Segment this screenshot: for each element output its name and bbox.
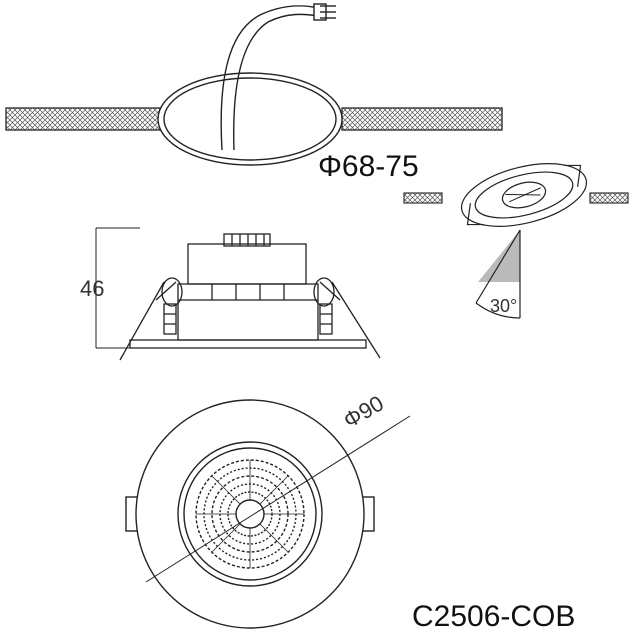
tilt-ceiling-right	[589, 192, 629, 204]
model-number-label: C2506-COB	[412, 600, 576, 633]
tilt-angle-wedge	[478, 230, 520, 282]
bezel-flange	[129, 339, 367, 349]
power-cable	[220, 5, 319, 151]
cutout-diameter-label: Φ68-75	[318, 150, 419, 183]
cutout-ring	[157, 72, 343, 166]
tilt-detail-view	[403, 163, 629, 319]
inner-bezel	[177, 441, 323, 587]
tilt-angle-label: 30°	[490, 296, 518, 316]
tilt-ceiling-left	[403, 192, 443, 204]
cutout-ring-inner	[163, 77, 337, 161]
driver-cap	[223, 233, 271, 247]
ceiling-board-right	[341, 107, 503, 131]
power-cable-2	[233, 13, 319, 151]
heatsink	[177, 283, 319, 341]
driver-housing	[187, 243, 307, 285]
tilt-angle-arc	[475, 302, 521, 319]
ceiling-cutout-view	[5, 3, 503, 166]
spring-clip-right	[313, 277, 381, 359]
front-view	[125, 399, 411, 629]
height-label: 46	[80, 276, 105, 301]
tilt-fixture-lens	[501, 181, 547, 209]
spring-clip-left	[119, 277, 183, 361]
side-view	[95, 227, 381, 361]
diameter-dim-line	[145, 415, 411, 583]
ceiling-board-left	[5, 107, 167, 131]
reflector-ribs	[196, 460, 304, 568]
cob-lens	[235, 499, 265, 529]
